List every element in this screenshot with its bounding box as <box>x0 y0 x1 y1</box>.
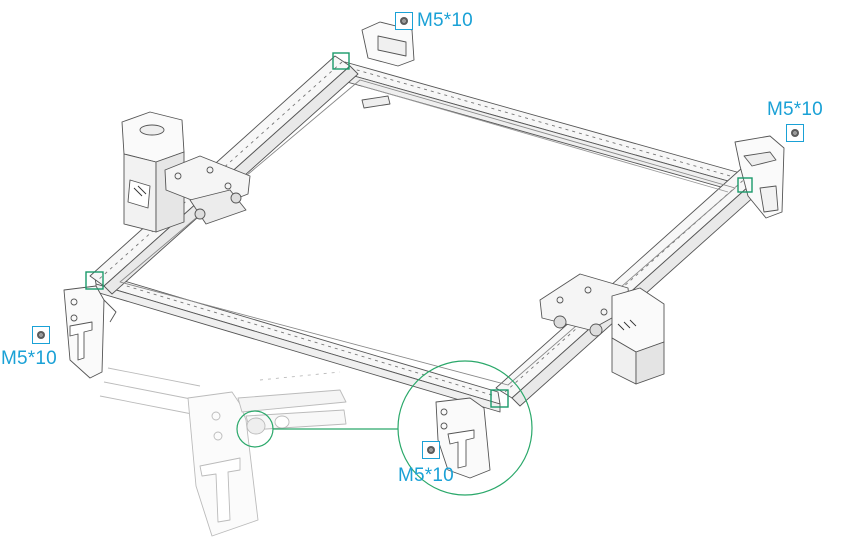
screw-icon <box>786 124 804 142</box>
zoom-circle <box>397 360 533 496</box>
corner-bracket-right <box>734 135 785 219</box>
corner-bracket-left <box>63 285 117 379</box>
screw-icon <box>32 326 50 344</box>
screw-position-markers <box>85 52 753 408</box>
rail-front <box>93 271 501 413</box>
inset-detail <box>99 367 347 537</box>
right-gantry-assembly <box>539 273 665 385</box>
marker-right <box>737 177 753 193</box>
frame-line-art <box>63 21 785 537</box>
left-gantry-assembly <box>121 111 251 233</box>
corner-bracket-top <box>361 21 415 109</box>
callout-right-label: M5*10 <box>767 99 823 120</box>
corner-bracket-front <box>435 397 491 479</box>
marker-top <box>332 52 350 70</box>
marker-left <box>85 271 104 290</box>
screw-icon <box>395 12 413 30</box>
zoom-indicator <box>236 360 533 496</box>
callout-left-label: M5*10 <box>1 348 57 369</box>
screw-icon <box>422 441 440 459</box>
callout-top-label: M5*10 <box>417 10 473 31</box>
marker-bottom <box>490 389 509 408</box>
callout-bottom-label: M5*10 <box>398 465 454 486</box>
